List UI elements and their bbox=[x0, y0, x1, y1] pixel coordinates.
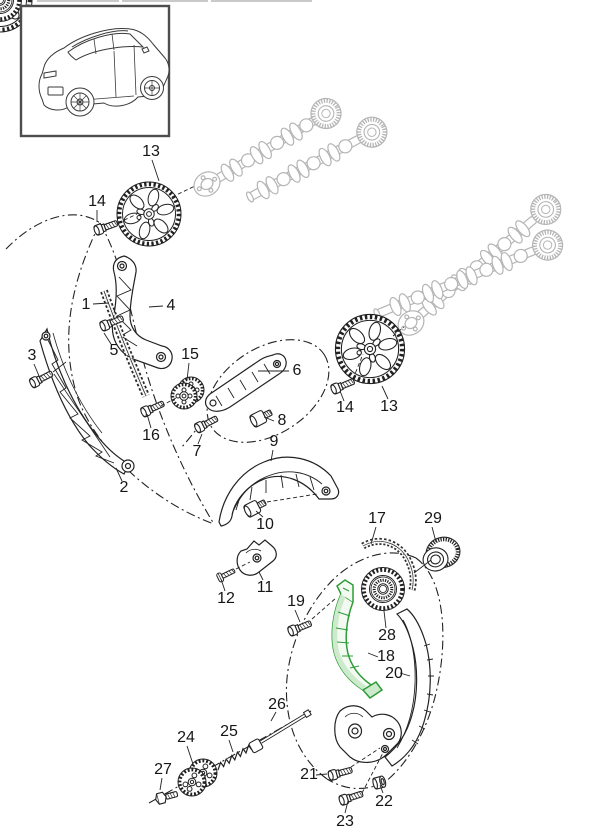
callout-22[interactable]: 22 bbox=[375, 793, 393, 810]
callout-21[interactable]: 21 bbox=[300, 766, 318, 783]
callout-25[interactable]: 25 bbox=[220, 723, 238, 740]
part-28-sprocket[interactable] bbox=[362, 568, 405, 611]
callout-7[interactable]: 7 bbox=[192, 443, 202, 460]
part-15-sprocket[interactable] bbox=[169, 375, 206, 411]
callout-2[interactable]: 2 bbox=[119, 479, 129, 496]
callout-6[interactable]: 6 bbox=[292, 362, 302, 379]
part-29-gear[interactable] bbox=[419, 534, 464, 574]
callout-16[interactable]: 16 bbox=[142, 427, 160, 444]
callout-12[interactable]: 12 bbox=[217, 590, 235, 607]
part-8-stud[interactable] bbox=[247, 405, 275, 429]
callout-29[interactable]: 29 bbox=[424, 510, 442, 527]
callout-18[interactable]: 18 bbox=[377, 648, 395, 665]
part-24-sprocket[interactable] bbox=[176, 757, 219, 798]
vehicle-thumbnail bbox=[19, 4, 171, 138]
part-10-stud[interactable] bbox=[241, 495, 269, 519]
part-3-bolt[interactable] bbox=[27, 368, 55, 390]
part-2-tensioner-rail[interactable] bbox=[39, 327, 135, 475]
callout-8[interactable]: 8 bbox=[277, 412, 287, 429]
part-11-bracket[interactable] bbox=[236, 539, 277, 576]
callout-5[interactable]: 5 bbox=[109, 342, 119, 359]
callout-13-right[interactable]: 13 bbox=[380, 398, 398, 415]
part-1-timing-chain[interactable] bbox=[100, 289, 150, 398]
callout-24[interactable]: 24 bbox=[177, 729, 195, 746]
callout-11[interactable]: 11 bbox=[256, 579, 274, 596]
assembly-dashed-lines bbox=[117, 185, 405, 794]
part-13-camshaft-sprocket-left[interactable] bbox=[117, 182, 181, 246]
part-27-bolt[interactable] bbox=[153, 788, 180, 806]
callout-14-right[interactable]: 14 bbox=[336, 399, 354, 416]
part-26-rod[interactable] bbox=[248, 709, 312, 754]
part-17-chain[interactable] bbox=[361, 537, 417, 591]
callout-17[interactable]: 17 bbox=[368, 510, 386, 527]
part-16-bolt[interactable] bbox=[139, 398, 167, 419]
part-6-guide-rail[interactable] bbox=[204, 353, 287, 412]
part-12-screw[interactable] bbox=[215, 565, 237, 584]
callout-26[interactable]: 26 bbox=[268, 696, 286, 713]
callout-9[interactable]: 9 bbox=[269, 433, 279, 450]
part-18-tensioner-blade-highlighted[interactable] bbox=[331, 579, 384, 699]
part-7-bolt[interactable] bbox=[192, 413, 220, 435]
callout-leader-lines bbox=[33, 159, 437, 814]
callout-15[interactable]: 15 bbox=[181, 346, 199, 363]
callout-10[interactable]: 10 bbox=[256, 516, 274, 533]
part-25-spring[interactable] bbox=[217, 744, 253, 771]
callout-19[interactable]: 19 bbox=[287, 593, 305, 610]
callout-3[interactable]: 3 bbox=[27, 347, 37, 364]
part-4-guide-rail[interactable] bbox=[111, 255, 173, 370]
callout-4[interactable]: 4 bbox=[166, 297, 176, 314]
callout-28[interactable]: 28 bbox=[378, 627, 396, 644]
callout-13-left[interactable]: 13 bbox=[142, 143, 160, 160]
callout-1[interactable]: 1 bbox=[81, 296, 91, 313]
part-21-bolt[interactable] bbox=[326, 764, 354, 782]
part-14-bolt-right[interactable] bbox=[329, 375, 357, 396]
callout-20[interactable]: 20 bbox=[385, 665, 403, 682]
part-9-guide-rail[interactable] bbox=[218, 456, 340, 527]
callout-27[interactable]: 27 bbox=[154, 761, 172, 778]
part-13-camshaft-sprocket-right[interactable] bbox=[335, 314, 404, 383]
camshaft-pair-right bbox=[373, 186, 570, 341]
camshaft-pair-top bbox=[188, 90, 392, 203]
callout-23[interactable]: 23 bbox=[336, 813, 354, 830]
part-23-bolt[interactable] bbox=[337, 788, 365, 807]
part-20-guide-rail[interactable] bbox=[334, 608, 434, 767]
callout-14-left[interactable]: 14 bbox=[88, 193, 106, 210]
part-22-bushing[interactable] bbox=[371, 774, 388, 791]
